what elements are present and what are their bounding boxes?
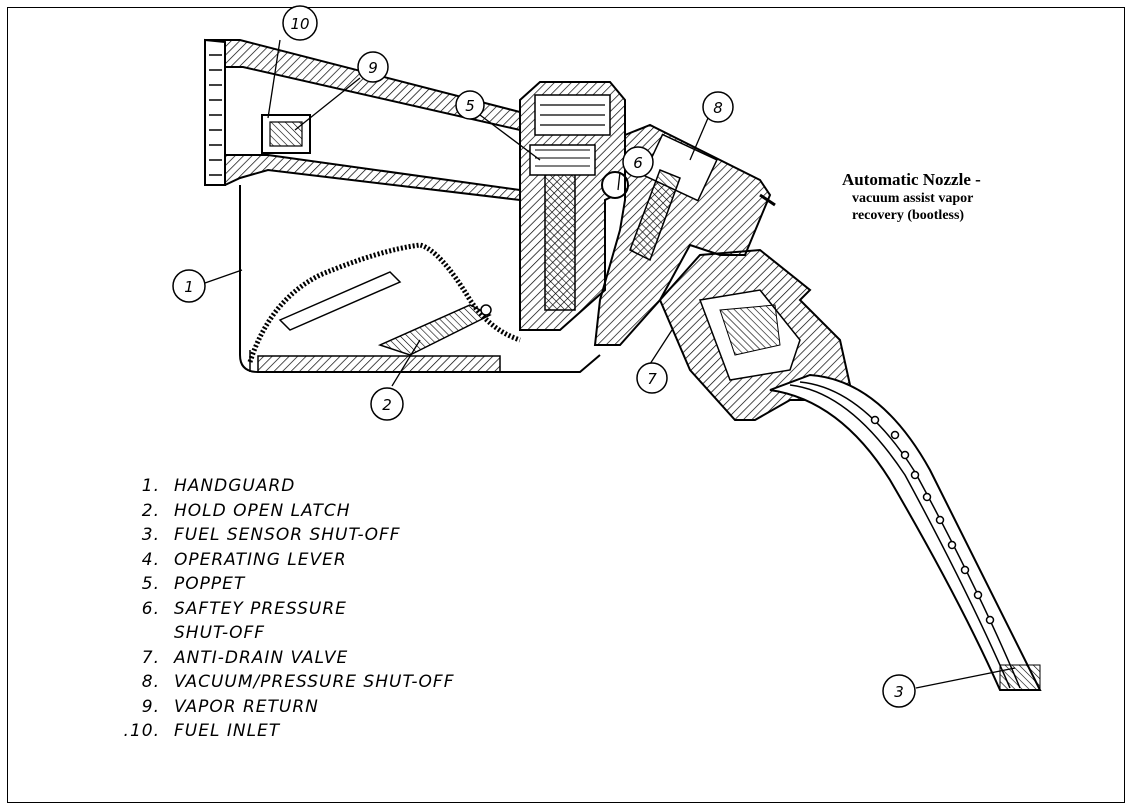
legend-item-number: 8.	[141, 672, 160, 692]
callout-7: 7	[636, 362, 668, 394]
leader-lines	[204, 39, 1016, 689]
legend-item-text: SAFTEY PRESSURE	[174, 598, 347, 619]
spout-tube	[769, 373, 1042, 691]
title-sub-line2: recovery (bootless)	[852, 208, 965, 223]
legend-item-text: SHUT-OFF	[174, 623, 266, 643]
legend-item-text: VAPOR RETURN	[174, 696, 319, 717]
callout-1: 1	[172, 269, 206, 303]
legend-item: 8. VACUUM/PRESSURE SHUT-OFF	[110, 670, 455, 695]
callout-2: 2	[370, 387, 404, 421]
legend-item-number: 2.	[141, 500, 160, 521]
legend-item: 4. OPERATING LEVER	[110, 548, 455, 573]
svg-text:10: 10	[290, 15, 309, 33]
parts-legend: 1. HANDGUARD 2. HOLD OPEN LATCH 3. FUEL SENSO…	[110, 474, 455, 744]
legend-item: 3. FUEL SENSOR SHUT-OFF	[110, 523, 455, 548]
callout-3: 3	[882, 674, 916, 708]
barrel-lower-wall	[204, 154, 521, 202]
svg-text:6: 6	[633, 154, 643, 172]
callout-8: 8	[702, 91, 734, 123]
legend-item-number: 9.	[141, 696, 160, 717]
svg-text:8: 8	[713, 99, 723, 117]
poppet-spring	[529, 144, 596, 176]
svg-text:1: 1	[184, 278, 194, 296]
diagram-title: Automatic Nozzle - vacuum assist vapor r…	[842, 170, 1112, 224]
fuel-inlet-thread	[204, 38, 226, 186]
svg-text:9: 9	[368, 59, 378, 77]
legend-item: 6. SAFTEY PRESSURE	[110, 597, 455, 622]
legend-item-number: .10.	[123, 721, 160, 741]
legend-item-number: 7.	[141, 647, 160, 668]
legend-item-text: OPERATING LEVER	[174, 549, 347, 570]
shutoff-rod	[629, 169, 681, 262]
legend-item: SHUT-OFF	[110, 621, 455, 646]
legend-item-text: FUEL INLET	[174, 721, 281, 741]
legend-item: 7. ANTI-DRAIN VALVE	[110, 646, 455, 671]
legend-item: .10. FUEL INLET	[110, 719, 455, 744]
legend-item-number: 6.	[141, 598, 160, 619]
legend-item: 2. HOLD OPEN LATCH	[110, 499, 455, 524]
lever-arm	[278, 271, 402, 331]
legend-item-number: 4.	[141, 549, 160, 570]
figure-frame	[7, 7, 1125, 803]
legend-item-number: 3.	[141, 525, 160, 545]
legend-item: 9. VAPOR RETURN	[110, 695, 455, 720]
latch-pivot	[480, 304, 492, 316]
callout-5: 5	[455, 90, 485, 120]
legend-item: 1. HANDGUARD	[110, 474, 455, 499]
vacuum-head	[593, 123, 772, 346]
handguard-bottom-strip	[257, 355, 501, 373]
legend-item-text: HANDGUARD	[174, 476, 296, 496]
legend-item: 5. POPPET	[110, 572, 455, 597]
svg-text:3: 3	[894, 683, 904, 701]
callout-6: 6	[622, 146, 654, 178]
title-main: Automatic Nozzle -	[842, 170, 981, 189]
legend-item-number: 1.	[141, 476, 160, 496]
callout-9: 9	[357, 51, 389, 83]
legend-item-text: HOLD OPEN LATCH	[174, 500, 351, 521]
svg-text:5: 5	[465, 97, 475, 115]
legend-item-text: POPPET	[174, 574, 246, 594]
svg-text:2: 2	[382, 396, 392, 414]
legend-item-text: VACUUM/PRESSURE SHUT-OFF	[174, 672, 455, 692]
svg-text:7: 7	[647, 370, 657, 388]
legend-item-text: FUEL SENSOR SHUT-OFF	[174, 525, 401, 545]
callout-10: 10	[282, 5, 318, 41]
inlet-thread-lines	[209, 54, 222, 176]
title-sub-line1: vacuum assist vapor	[852, 191, 974, 206]
vapor-return-insert	[269, 121, 303, 147]
legend-item-text: ANTI-DRAIN VALVE	[174, 647, 349, 668]
poppet-stem	[544, 159, 576, 311]
hold-open-latch	[377, 304, 492, 356]
legend-item-number: 5.	[141, 574, 160, 594]
spout-bumps	[870, 415, 995, 625]
